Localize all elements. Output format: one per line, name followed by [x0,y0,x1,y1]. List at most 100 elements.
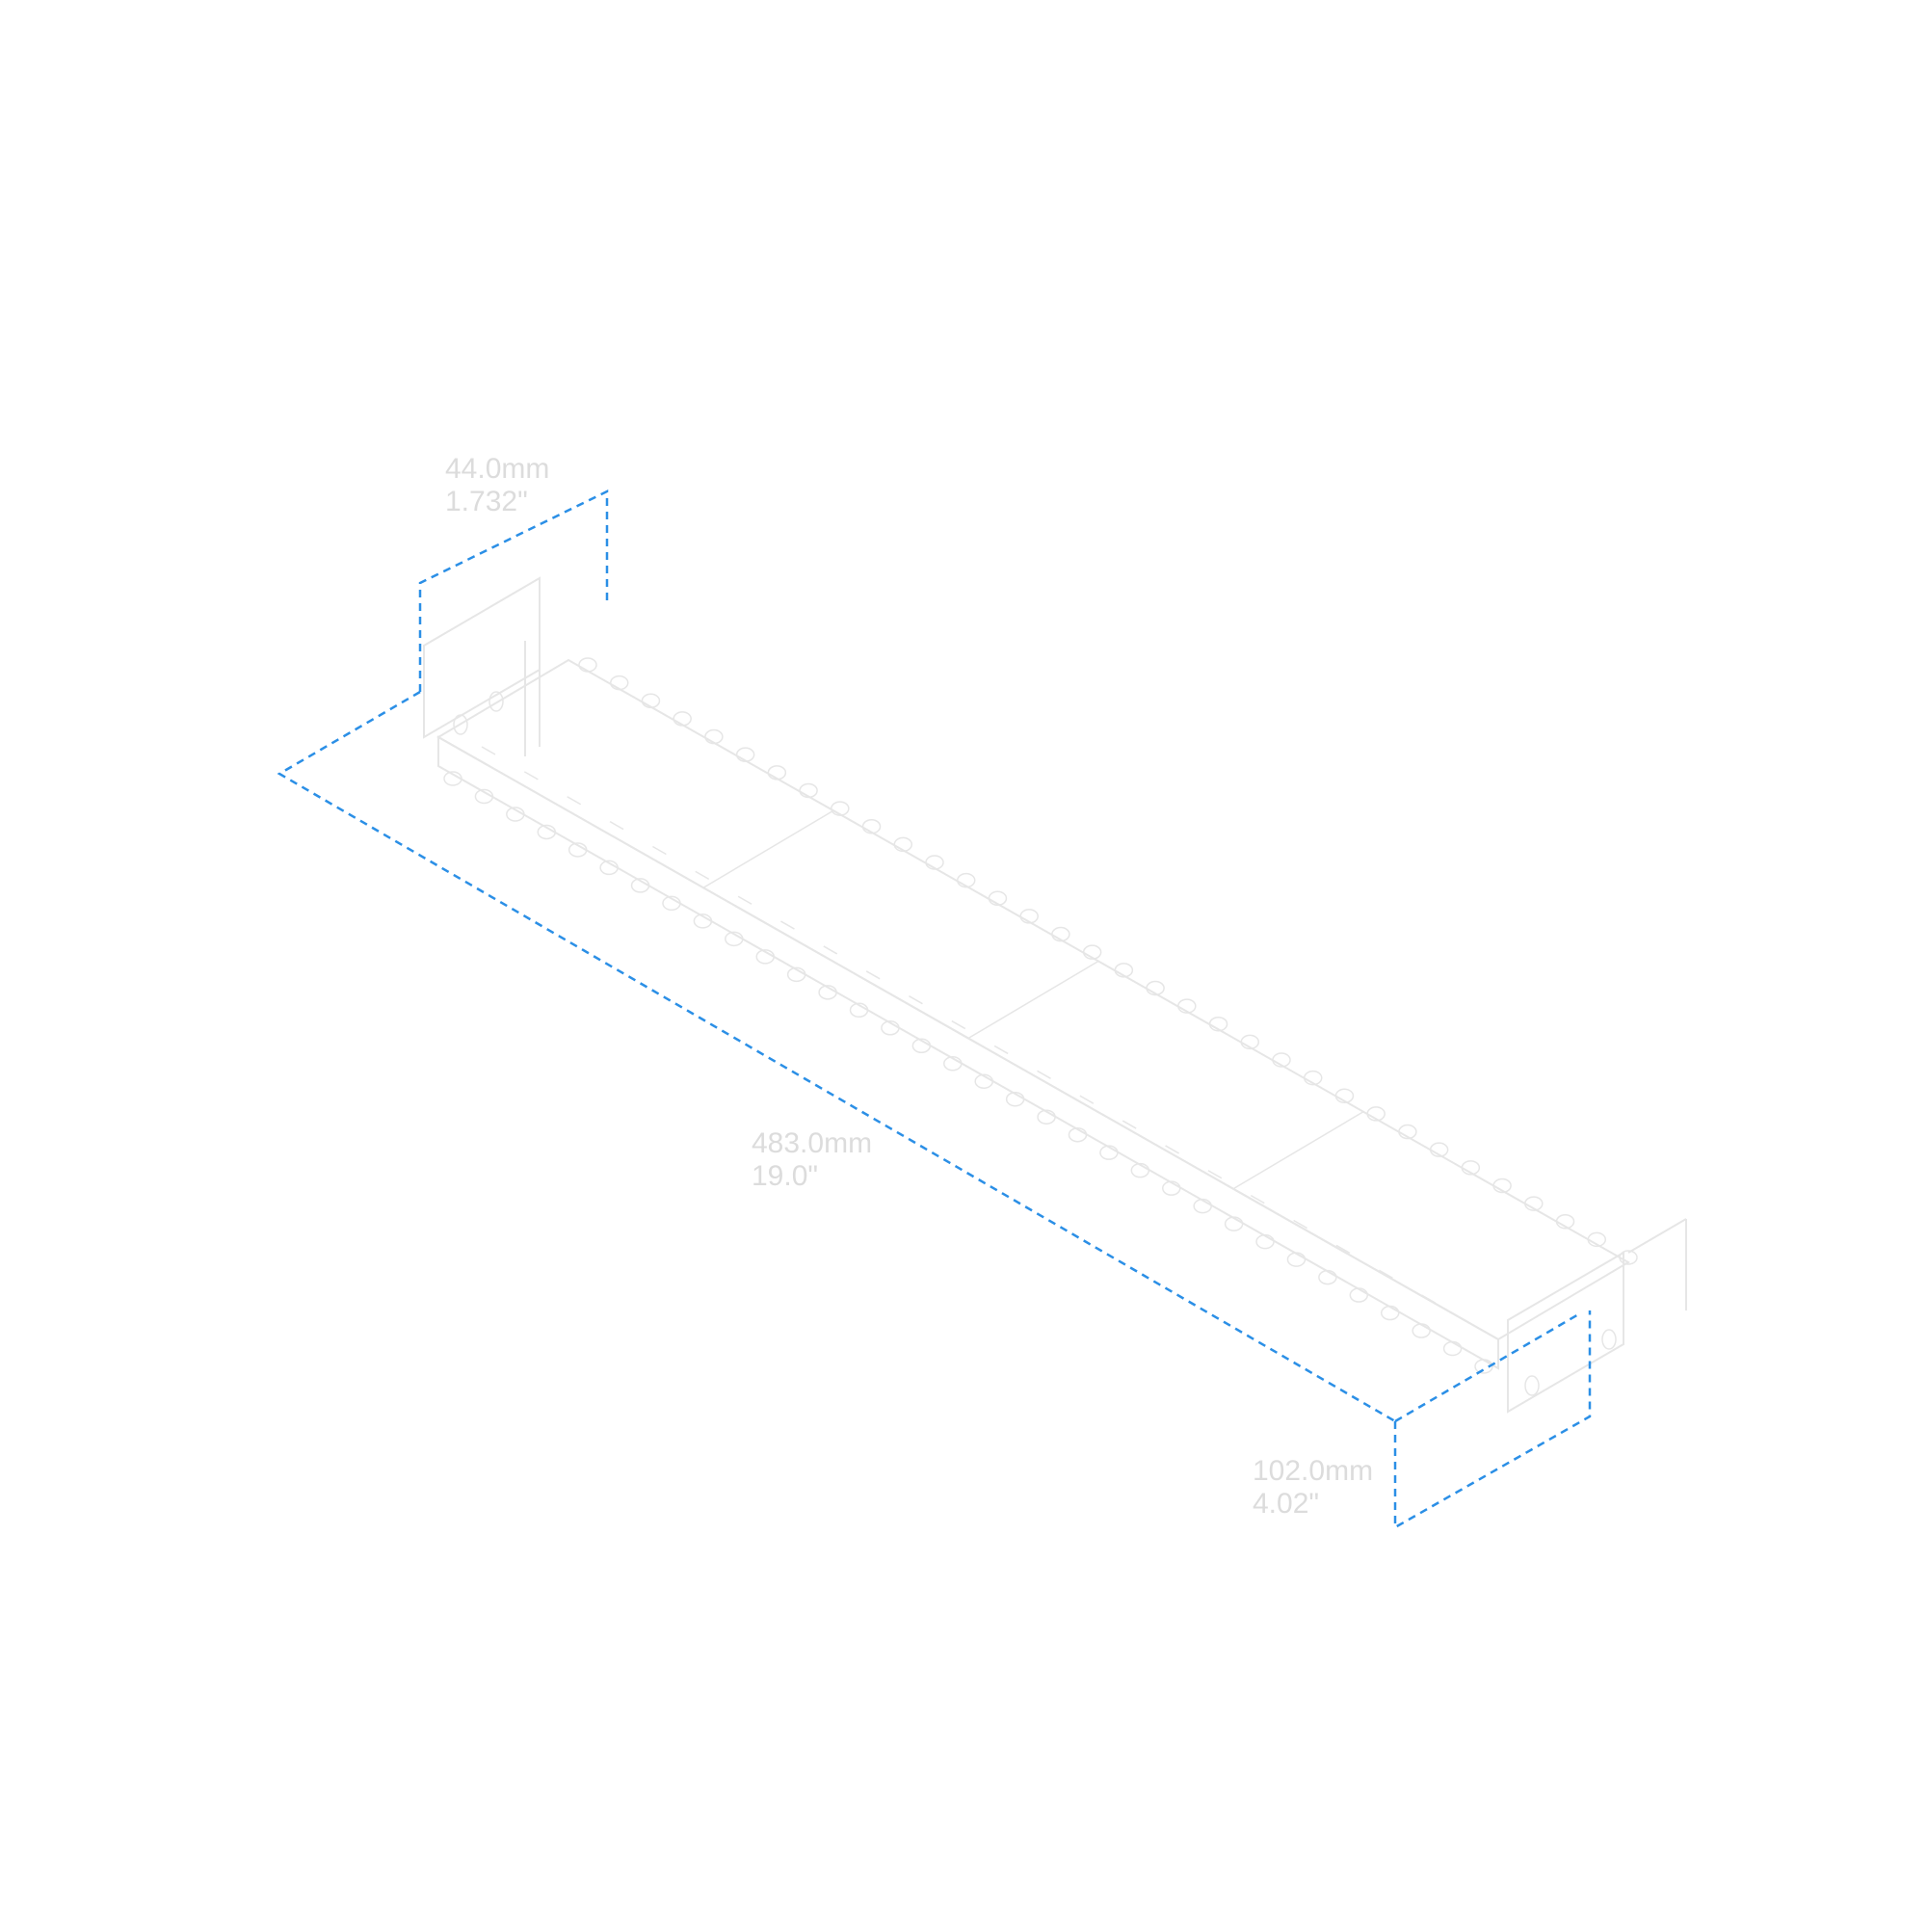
height-metric: 44.0mm [445,453,550,485]
port-label-tab [1464,1319,1479,1329]
rear-port [1019,909,1039,924]
length-dimension-line [277,690,1396,1423]
front-port [506,807,525,822]
rear-port [1082,944,1102,960]
screw-hole [488,691,504,712]
front-port [1318,1269,1337,1285]
front-port [693,913,713,929]
rear-port [1272,1052,1291,1068]
screw-hole [453,714,468,735]
rear-port [1492,1178,1512,1194]
rear-port [831,801,850,816]
port-label-tab [823,945,838,955]
front-port [568,842,588,858]
section-divider-1 [702,809,834,888]
port-label-tab [523,771,539,781]
front-port [1474,1359,1493,1374]
front-port [1224,1216,1244,1231]
port-label-tab [567,796,582,806]
port-label-tab [609,820,624,831]
right-mounting-ear [1507,1251,1624,1414]
front-port [1162,1180,1181,1196]
port-label-tab [652,845,667,856]
front-port [1255,1233,1275,1250]
rear-port [641,693,661,709]
length-dimension-label: 483.0mm 19.0" [752,1127,872,1193]
port-label-tab [1378,1269,1393,1279]
front-port [537,824,557,840]
port-label-tab [1122,1120,1137,1129]
rear-port [799,782,818,799]
depth-dimension-label: 102.0mm 4.02" [1253,1455,1373,1521]
rear-port [673,711,692,727]
section-divider-2 [967,960,1099,1040]
port-label-tab [909,995,923,1005]
port-label-tab [951,1019,966,1030]
rear-port [735,747,755,762]
rear-port [893,836,913,853]
rear-port [1146,980,1165,996]
port-label-tab [993,1045,1009,1055]
front-port [1442,1340,1463,1357]
front-port [662,895,681,912]
screw-hole [1524,1375,1540,1396]
section-divider-3 [1232,1111,1364,1190]
port-label-tab [1293,1219,1307,1230]
port-label-tab [1079,1095,1095,1104]
front-port [1412,1323,1431,1338]
rear-port [767,765,787,781]
rear-port [1240,1034,1260,1050]
front-port [1193,1198,1212,1214]
port-label-tab [1037,1070,1051,1079]
front-port [1037,1109,1056,1125]
front-port [1099,1145,1119,1160]
front-port [786,966,806,983]
depth-imperial: 4.02" [1253,1488,1320,1520]
right-ear-edge [1627,1218,1687,1254]
front-port [1380,1305,1400,1321]
front-port [974,1073,993,1089]
rear-port [704,728,724,745]
front-port [755,949,775,965]
front-port [1349,1287,1369,1303]
front-port [849,1002,869,1019]
front-port [599,860,619,876]
rear-port [1398,1124,1417,1140]
screw-hole [1601,1329,1617,1350]
rack-panel-outline [423,576,1687,1414]
rear-port [1461,1160,1481,1176]
rear-port [578,657,597,673]
front-port [1068,1126,1088,1143]
port-label-tab [1207,1170,1223,1179]
port-label-tab [780,920,795,930]
rear-port [861,818,882,834]
front-port [943,1056,963,1072]
front-port [725,931,744,947]
port-label-tab [1165,1145,1179,1154]
depth-dimension-line [1394,1311,1581,1423]
front-port [1130,1162,1150,1178]
port-label-tab [737,895,752,905]
port-label-tab [1421,1294,1437,1304]
rear-port [1114,963,1134,978]
depth-dimension-line [1393,1310,1592,1530]
rear-port [1619,1250,1638,1265]
depth-metric: 102.0mm [1253,1455,1374,1487]
port-label-tab [1250,1195,1265,1204]
height-dimension-label: 44.0mm 1.732" [445,453,549,518]
port-label-tab [695,870,710,880]
dimension-lines [277,489,1592,1530]
port-label-tab [1335,1244,1351,1255]
port-label-tab [481,746,496,755]
rear-port [1208,1016,1228,1032]
height-imperial: 1.732" [445,486,528,517]
front-port [443,771,462,786]
rear-port [1051,926,1070,942]
height-dimension-line [418,489,609,692]
front-port [1286,1252,1307,1267]
rear-port [1524,1196,1544,1211]
front-port [630,878,650,893]
front-port [818,985,837,1000]
